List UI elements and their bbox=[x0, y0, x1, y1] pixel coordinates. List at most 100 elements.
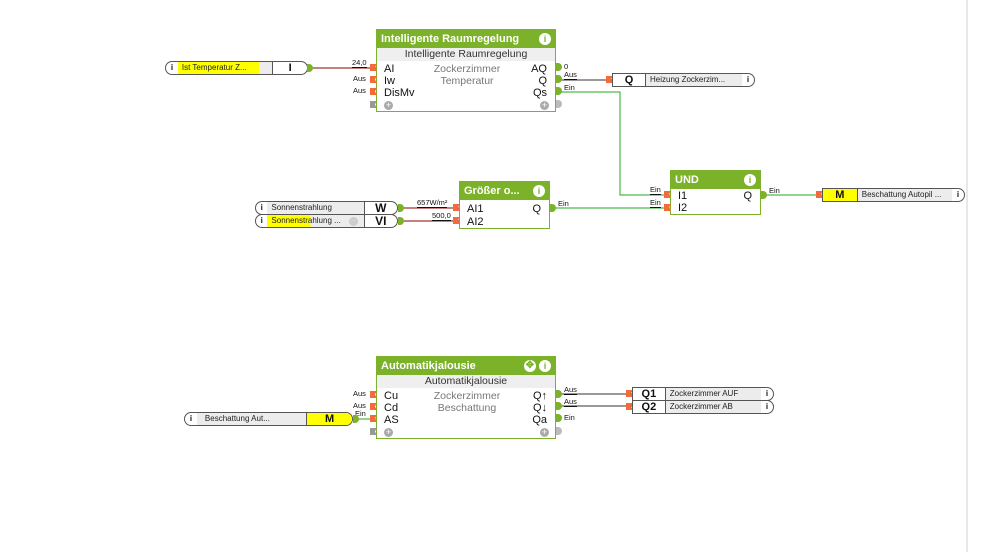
output-pin-q: Q bbox=[532, 203, 541, 215]
input-port-i1[interactable] bbox=[664, 191, 671, 198]
input-port-add[interactable] bbox=[370, 101, 377, 108]
info-icon[interactable]: i bbox=[956, 190, 960, 199]
output-port-sonne-vi[interactable] bbox=[398, 217, 404, 225]
block-description-line1: Zockerzimmer bbox=[433, 63, 501, 75]
value-ai: 24,0 bbox=[352, 58, 367, 68]
value-q-up: Aus bbox=[564, 385, 577, 395]
block-description-line2: Temperatur bbox=[440, 75, 494, 87]
add-output-icon[interactable]: + bbox=[540, 100, 549, 110]
output-port-qa[interactable] bbox=[556, 414, 562, 422]
value-qs: Ein bbox=[564, 83, 575, 92]
value-cu: Aus bbox=[353, 389, 366, 398]
input-port-add[interactable] bbox=[370, 428, 377, 435]
canvas-scrollbar-edge bbox=[966, 0, 968, 552]
add-input-icon[interactable]: + bbox=[384, 100, 393, 110]
output-port-q-up[interactable] bbox=[556, 390, 562, 398]
value-i2: Ein bbox=[650, 198, 661, 208]
output-port-sonne-w[interactable] bbox=[398, 204, 404, 212]
output-name: Beschattung Autopil ... bbox=[857, 189, 953, 201]
value-ai2: 500,0 bbox=[432, 211, 451, 221]
input-beschattung-automatik[interactable]: i Beschattung Aut... M bbox=[184, 412, 353, 426]
input-port-q2[interactable] bbox=[626, 403, 633, 410]
info-icon[interactable]: i bbox=[765, 389, 769, 398]
block-groesser-oder-gleich[interactable]: Größer o... i AI1 AI2 Q bbox=[459, 181, 550, 229]
block-title: Automatikjalousie bbox=[381, 360, 476, 372]
input-tag: M bbox=[306, 413, 352, 425]
output-pin-q: Q bbox=[743, 190, 752, 202]
move-icon[interactable]: ✥ bbox=[524, 360, 536, 372]
block-description-line2: Beschattung bbox=[437, 402, 497, 414]
value-aq: 0 bbox=[564, 62, 569, 71]
wire-qs-und-i1 bbox=[559, 91, 670, 196]
output-name: Zockerzimmer AUF bbox=[665, 388, 762, 400]
output-pin-qs: Qs bbox=[532, 87, 547, 99]
output-tag: M bbox=[823, 189, 858, 201]
output-port-ist-temp[interactable] bbox=[307, 64, 313, 72]
input-port-as[interactable] bbox=[370, 415, 377, 422]
add-input-icon[interactable]: + bbox=[384, 427, 393, 437]
block-header[interactable]: Intelligente Raumregelung i bbox=[377, 30, 555, 48]
input-port-cd[interactable] bbox=[370, 403, 377, 410]
block-intelligente-raumregelung[interactable]: Intelligente Raumregelung i Intelligente… bbox=[376, 29, 556, 112]
input-port-heizung[interactable] bbox=[606, 76, 613, 83]
more-area: ··· bbox=[345, 215, 364, 227]
output-pin-q-down: Q↓ bbox=[532, 402, 547, 414]
input-pin-ai: AI bbox=[384, 63, 395, 75]
input-port-cu[interactable] bbox=[370, 391, 377, 398]
output-port-q-down[interactable] bbox=[556, 402, 562, 410]
output-port-add[interactable] bbox=[556, 100, 562, 108]
input-port-ai2[interactable] bbox=[453, 217, 460, 224]
info-icon[interactable]: i bbox=[260, 203, 263, 212]
input-pin-as: AS bbox=[384, 414, 399, 426]
info-icon[interactable]: i bbox=[189, 414, 193, 423]
output-zockerzimmer-ab[interactable]: Q2 Zockerzimmer AB i bbox=[632, 400, 774, 414]
output-pin-qa: Qa bbox=[532, 414, 547, 426]
info-icon[interactable]: i bbox=[170, 63, 174, 72]
output-pin-q-up: Q↑ bbox=[532, 390, 547, 402]
input-name: Ist Temperatur Z... bbox=[177, 62, 260, 74]
output-zockerzimmer-auf[interactable]: Q1 Zockerzimmer AUF i bbox=[632, 387, 774, 401]
input-sonnenstrahlung-w[interactable]: i Sonnenstrahlung W bbox=[255, 201, 398, 215]
info-icon[interactable]: i bbox=[533, 185, 545, 197]
output-port-q[interactable] bbox=[761, 191, 767, 199]
output-heizung[interactable]: Q Heizung Zockerzim... i bbox=[612, 73, 755, 87]
input-port-q1[interactable] bbox=[626, 390, 633, 397]
output-name: Zockerzimmer AB bbox=[665, 401, 762, 413]
output-name: Heizung Zockerzim... bbox=[646, 74, 742, 86]
output-port-q[interactable] bbox=[550, 204, 556, 212]
output-beschattung-autopilot[interactable]: M Beschattung Autopil ... i bbox=[822, 188, 965, 202]
input-tag: VI bbox=[363, 215, 397, 227]
add-output-icon[interactable]: + bbox=[540, 427, 549, 437]
output-port-q[interactable] bbox=[556, 75, 562, 83]
info-icon[interactable]: i bbox=[744, 174, 756, 186]
info-icon[interactable]: i bbox=[539, 33, 551, 45]
input-tag: W bbox=[363, 202, 397, 214]
input-port-ai[interactable] bbox=[370, 64, 377, 71]
info-icon[interactable]: i bbox=[746, 75, 750, 84]
input-pin-dismv: DisMv bbox=[384, 87, 415, 99]
info-icon[interactable]: i bbox=[539, 360, 551, 372]
input-port-i2[interactable] bbox=[664, 204, 671, 211]
block-header[interactable]: Größer o... i bbox=[460, 182, 549, 200]
value-q: Aus bbox=[564, 70, 577, 80]
input-port-beschattung-autopilot[interactable] bbox=[816, 191, 823, 198]
output-tag: Q2 bbox=[633, 401, 666, 413]
info-icon[interactable]: i bbox=[765, 402, 769, 411]
input-port-iw[interactable] bbox=[370, 76, 377, 83]
block-und[interactable]: UND i I1 I2 Q bbox=[670, 170, 761, 215]
input-port-ai1[interactable] bbox=[453, 204, 460, 211]
input-pin-i2: I2 bbox=[678, 202, 688, 214]
block-header[interactable]: Automatikjalousie ✥ i bbox=[377, 357, 555, 375]
info-icon[interactable]: i bbox=[260, 216, 263, 225]
input-port-dismv[interactable] bbox=[370, 88, 377, 95]
input-ist-temperatur[interactable]: i Ist Temperatur Z... I bbox=[165, 61, 308, 75]
block-header[interactable]: UND i bbox=[671, 171, 760, 189]
block-automatikjalousie[interactable]: Automatikjalousie ✥ i Automatikjalousie … bbox=[376, 356, 556, 439]
input-sonnenstrahlung-vi[interactable]: i Sonnenstrahlung ... ··· VI bbox=[255, 214, 398, 228]
output-port-aq[interactable] bbox=[556, 63, 562, 71]
output-port-beschattung-m[interactable] bbox=[353, 415, 359, 423]
output-port-qs[interactable] bbox=[556, 87, 562, 95]
more-icon[interactable]: ··· bbox=[348, 216, 358, 226]
output-port-add[interactable] bbox=[556, 427, 562, 435]
